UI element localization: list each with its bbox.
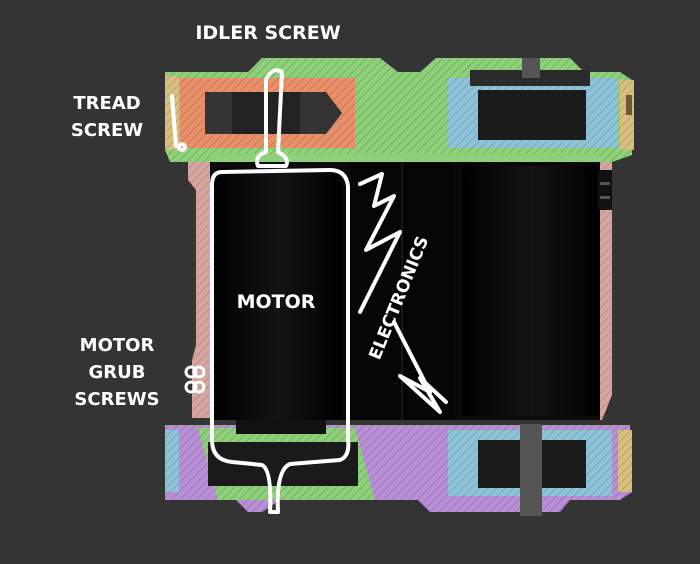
label-motor: MOTOR (237, 291, 316, 313)
idler-screw-outline (255, 68, 289, 168)
right-motor-body (462, 166, 612, 416)
label-tread-screw-2: SCREW (71, 120, 143, 141)
electronics-zigzag (358, 172, 448, 414)
label-motor-grub-3: SCREWS (74, 389, 159, 410)
label-tread-screw-1: TREAD (73, 93, 140, 114)
motor-body (214, 168, 342, 434)
grub-screws-outline (184, 365, 206, 394)
label-motor-grub-1: MOTOR (80, 335, 155, 356)
tread-block-bottom-right (618, 430, 632, 492)
tread-block-top-right (620, 80, 634, 150)
motor-outline (210, 168, 351, 514)
label-idler-screw: IDLER SCREW (195, 22, 340, 44)
tread-screw-outline (170, 94, 187, 152)
bearing-top (448, 58, 618, 148)
bearing-bottom (448, 424, 612, 516)
label-motor-grub-2: GRUB (89, 362, 146, 383)
tread-block-bottom-left (165, 430, 179, 492)
